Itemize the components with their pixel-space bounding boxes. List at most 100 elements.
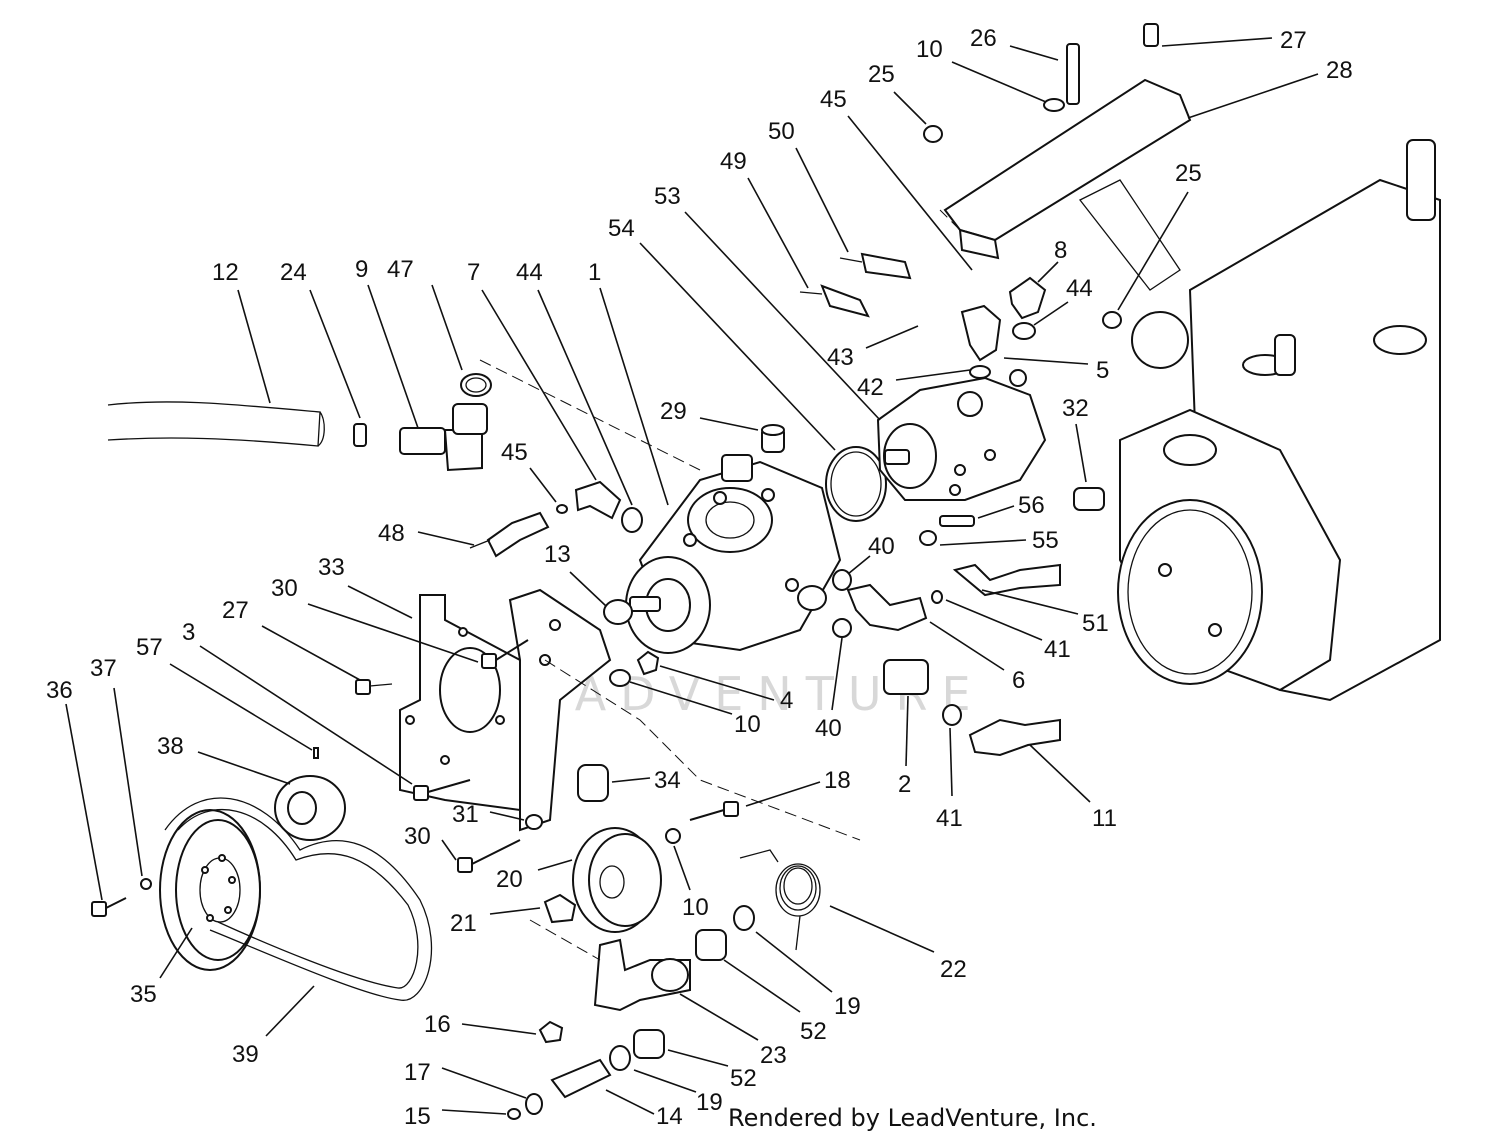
elbow-fitting-9-drawing: [399, 403, 488, 472]
svg-text:27: 27: [222, 597, 249, 624]
o-ring-44-drawing: [621, 507, 643, 533]
svg-text:56: 56: [1018, 492, 1045, 519]
callout-52-bottom: 52: [667, 1049, 757, 1092]
callout-3: 3: [182, 619, 413, 785]
key-57-drawing: [313, 747, 319, 759]
bolt-3-drawing: [413, 779, 471, 801]
svg-text:33: 33: [318, 554, 345, 581]
svg-text:10: 10: [682, 894, 709, 921]
washer-10b-drawing: [609, 669, 631, 687]
svg-text:45: 45: [501, 439, 528, 466]
clamp-24-drawing: [353, 423, 367, 447]
svg-text:31: 31: [452, 801, 479, 828]
svg-text:48: 48: [378, 520, 405, 547]
frame-bracket-28-drawing: [943, 78, 1192, 291]
svg-text:13: 13: [544, 541, 571, 568]
svg-text:39: 39: [232, 1041, 259, 1068]
adapter-2-drawing: [883, 659, 929, 695]
callout-15: 15: [404, 1103, 507, 1130]
svg-text:29: 29: [660, 398, 687, 425]
svg-text:2: 2: [898, 771, 911, 798]
svg-text:19: 19: [834, 993, 861, 1020]
bushing-52b-drawing: [633, 1029, 665, 1059]
svg-text:37: 37: [90, 655, 117, 682]
hydrostatic-pump-1-drawing: [625, 454, 842, 654]
callout-56: 56: [977, 492, 1045, 519]
bolt-26-drawing: [1066, 43, 1080, 105]
nut-4-drawing: [636, 650, 660, 676]
svg-text:11: 11: [1092, 805, 1117, 832]
o-ring-41a-drawing: [931, 590, 943, 604]
washer-19b-drawing: [609, 1045, 631, 1071]
idler-plate-3-drawing: [508, 588, 612, 832]
svg-text:42: 42: [857, 374, 884, 401]
callout-25-right: 25: [1117, 160, 1202, 311]
alignment-lines: [479, 209, 961, 961]
callout-5: 5: [1003, 357, 1109, 384]
svg-text:15: 15: [404, 1103, 431, 1130]
callout-38: 38: [157, 733, 291, 785]
svg-text:10: 10: [734, 711, 761, 738]
callout-31: 31: [452, 801, 525, 828]
o-ring-42-drawing: [969, 365, 991, 379]
svg-text:30: 30: [271, 575, 298, 602]
svg-text:47: 47: [387, 256, 414, 283]
callout-16: 16: [424, 1011, 537, 1038]
hose-end-49-drawing: [799, 284, 870, 318]
svg-text:5: 5: [1096, 357, 1109, 384]
bolt-30b-drawing: [457, 839, 521, 873]
svg-text:12: 12: [212, 259, 239, 286]
callout-2: 2: [898, 695, 911, 798]
elbow-43-drawing: [960, 304, 1002, 362]
hose-end-50-drawing: [839, 252, 912, 280]
hose-end-48-drawing: [469, 511, 550, 558]
bolt-56-drawing: [939, 515, 975, 527]
hub-38-drawing: [274, 775, 346, 841]
callout-47: 47: [387, 256, 463, 371]
callout-19-bottom: 19: [633, 1069, 723, 1116]
o-ring-45-drawing: [556, 504, 568, 514]
callout-27-top: 27: [1161, 27, 1307, 54]
callout-40-bottom: 40: [815, 637, 843, 742]
hose-end-11-drawing: [968, 718, 1061, 757]
callouts: 12 24 9 47 7 44 1 54 53 49 50 45 25 10 2…: [46, 25, 1353, 1130]
callout-30-bottom: 30: [404, 823, 457, 861]
svg-text:36: 36: [46, 677, 73, 704]
callout-41-bottom: 41: [936, 727, 963, 832]
engine-drawing: [1117, 139, 1441, 702]
o-ring-47-drawing: [460, 373, 492, 397]
elbow-7-drawing: [574, 480, 622, 520]
callout-51: 51: [981, 589, 1109, 637]
callout-23: 23: [679, 993, 787, 1069]
callout-44: 44: [516, 259, 633, 506]
callout-21: 21: [450, 907, 541, 937]
callout-27-left: 27: [222, 597, 361, 681]
svg-text:19: 19: [696, 1089, 723, 1116]
svg-text:8: 8: [1054, 237, 1067, 264]
callout-29: 29: [660, 398, 759, 431]
bushing-52a-drawing: [695, 929, 727, 961]
callout-32: 32: [1062, 395, 1089, 483]
hose-12-drawing: [107, 401, 325, 447]
callout-48: 48: [378, 520, 475, 547]
callout-45-top: 45: [820, 86, 973, 271]
callout-19-right: 19: [755, 931, 861, 1020]
callout-9: 9: [355, 256, 419, 429]
callout-41-right: 41: [945, 599, 1071, 663]
washer-55-drawing: [919, 530, 937, 546]
callout-25-top: 25: [868, 61, 927, 125]
callout-49: 49: [720, 148, 809, 289]
washer-19a-drawing: [733, 905, 755, 931]
torsion-spring-22-drawing: [739, 849, 821, 951]
svg-text:30: 30: [404, 823, 431, 850]
mounting-plate-33-drawing: [399, 594, 521, 812]
elbow-6-drawing: [846, 583, 928, 632]
svg-text:45: 45: [820, 86, 847, 113]
svg-text:44: 44: [516, 259, 543, 286]
callout-39: 39: [232, 985, 315, 1068]
svg-text:6: 6: [1012, 667, 1025, 694]
callout-7: 7: [467, 259, 597, 481]
svg-text:27: 27: [1280, 27, 1307, 54]
callout-4: 4: [659, 665, 793, 714]
